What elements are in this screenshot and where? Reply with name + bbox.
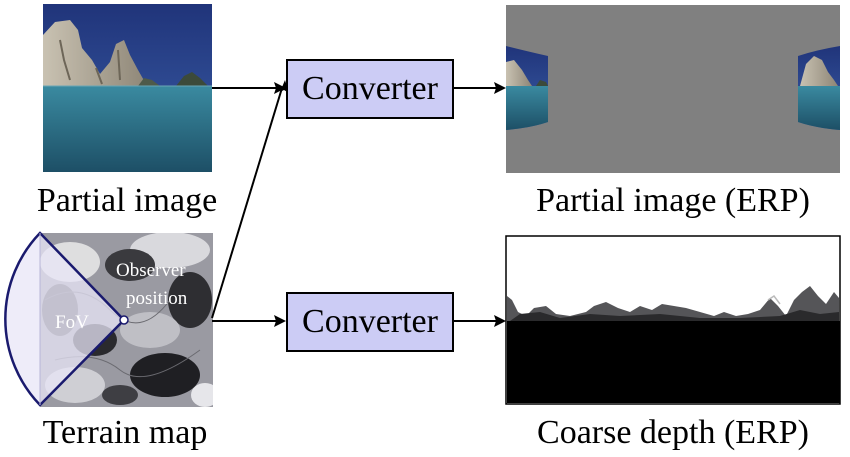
arrows [211, 87, 496, 322]
observer-label-line1: Observer [116, 260, 186, 281]
observer-dot [119, 315, 129, 325]
observer-label-line2: position [126, 288, 188, 309]
fov-label: FoV [55, 312, 89, 333]
converter-top-label: Converter [302, 70, 438, 107]
converter-bottom-label: Converter [302, 303, 438, 340]
caption-coarse-depth-erp: Coarse depth (ERP) [537, 414, 809, 451]
fov-region [4, 231, 126, 407]
caption-terrain-map: Terrain map [42, 414, 208, 451]
partial-image [43, 4, 212, 172]
partial-image-erp [506, 5, 840, 173]
coarse-depth-erp [505, 235, 841, 405]
caption-partial-image-erp: Partial image (ERP) [536, 182, 810, 219]
caption-partial-image: Partial image [36, 182, 218, 219]
converter-bottom-box: Converter [286, 292, 454, 352]
converter-top-box: Converter [286, 59, 454, 119]
arrow-terrain-to-top-converter [211, 87, 283, 319]
